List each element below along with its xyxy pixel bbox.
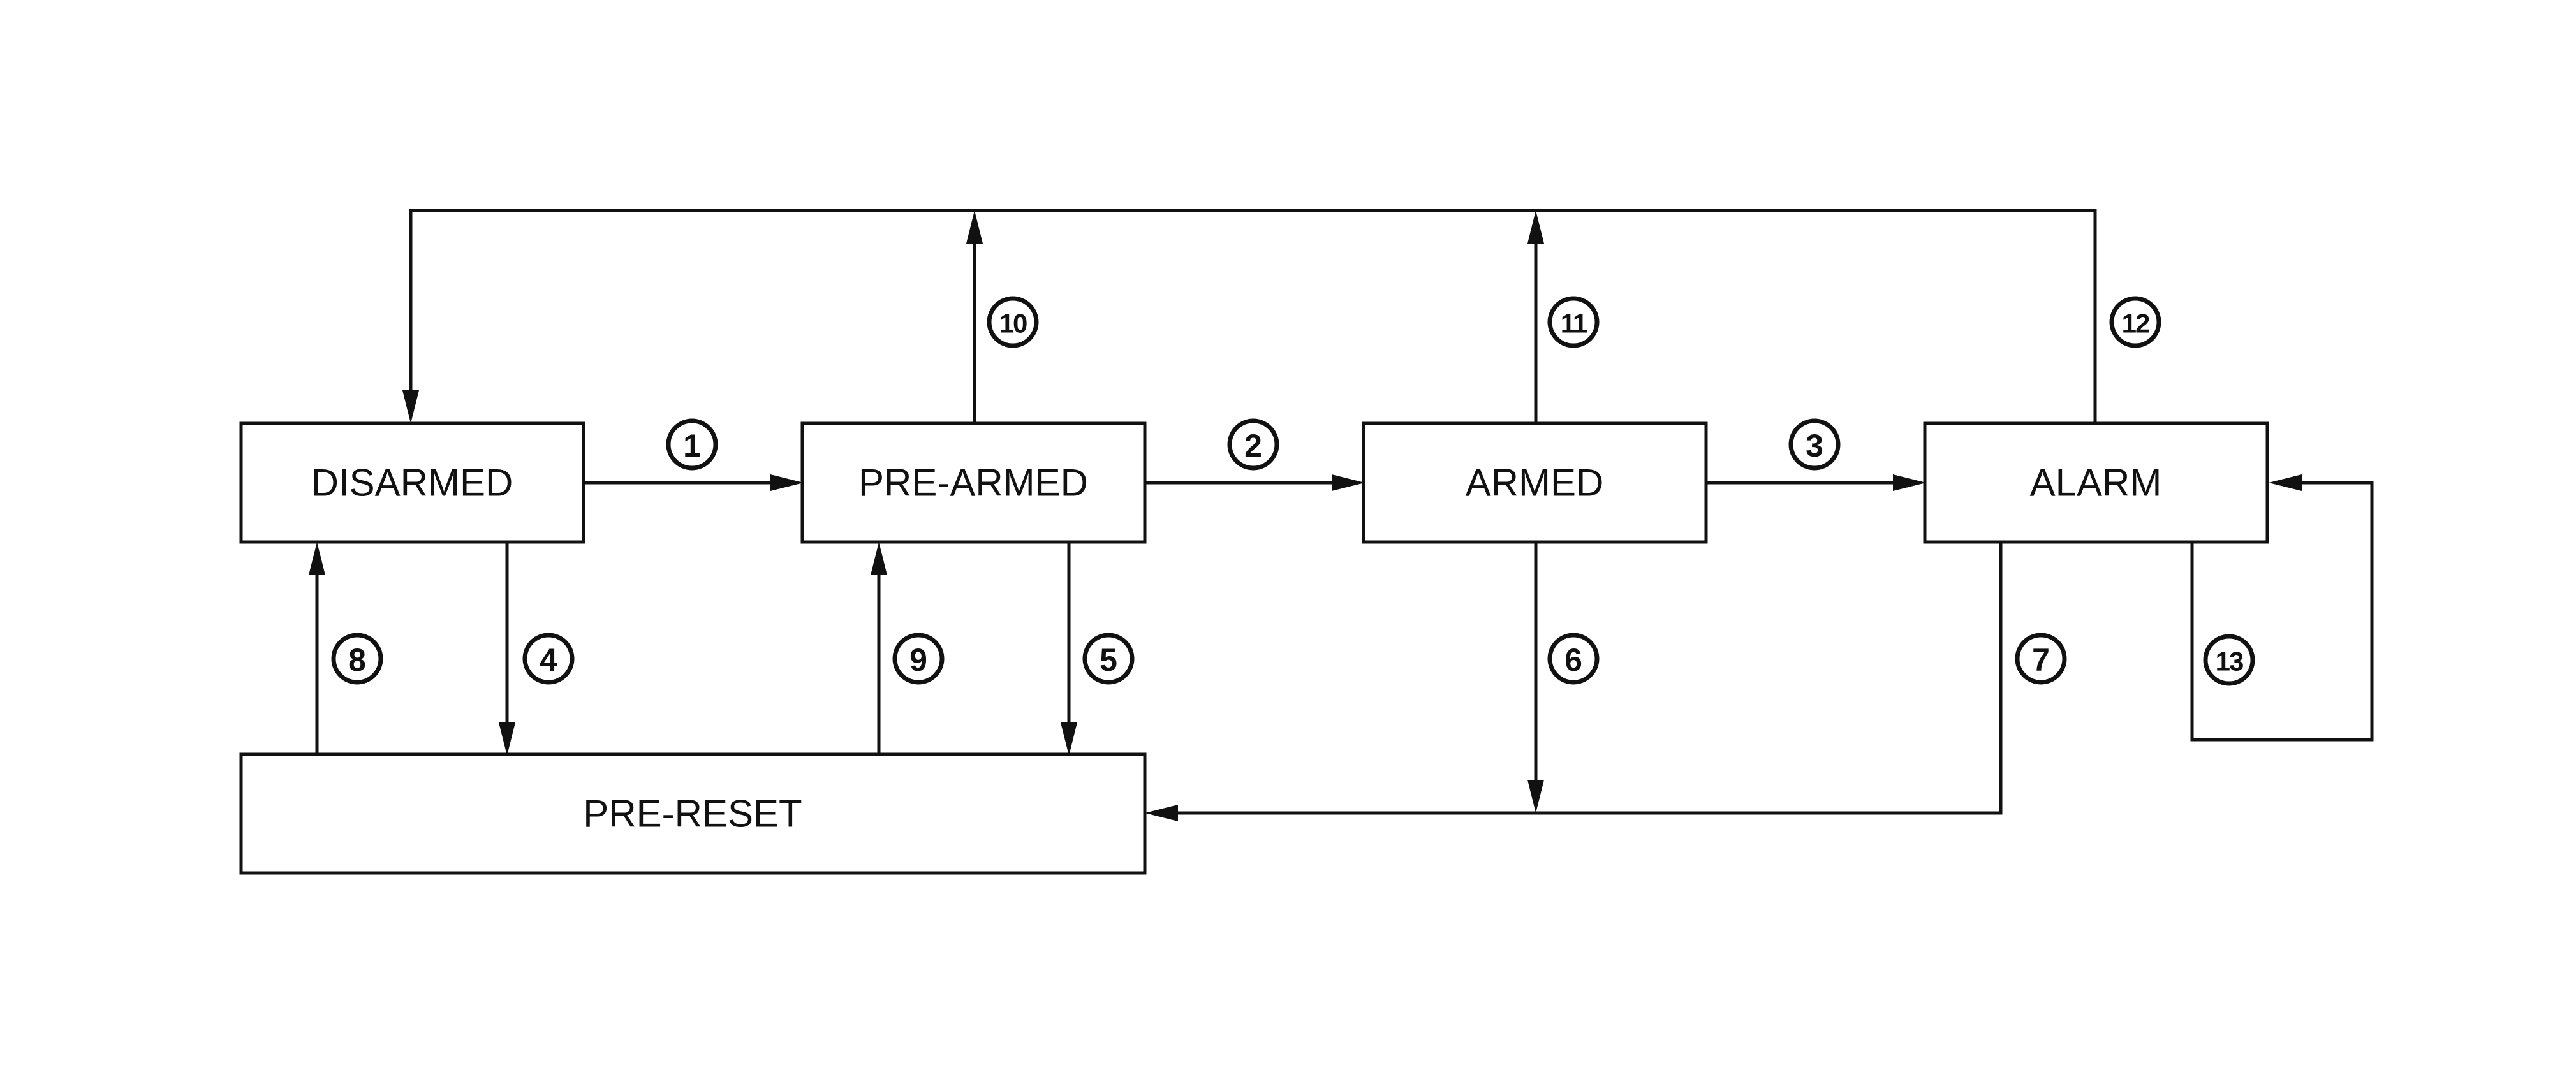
state-label: DISARMED <box>311 462 513 504</box>
edge-4-disarmed-to-pre-reset <box>499 542 515 756</box>
state-label: ARMED <box>1466 462 1604 504</box>
arrowhead <box>309 542 325 575</box>
transition-number: 8 <box>348 642 366 678</box>
arrowhead <box>1527 780 1544 813</box>
state-disarmed: DISARMED <box>239 421 585 544</box>
state-pre-armed: PRE-ARMED <box>800 421 1147 544</box>
transition-marker-3: 3 <box>1788 418 1841 471</box>
edge-2-pre-armed-to-armed <box>1145 474 1365 491</box>
arrowhead <box>1527 210 1544 244</box>
transition-marker-7: 7 <box>2015 633 2067 685</box>
edge-13-alarm-self-loop <box>2190 474 2374 742</box>
arrowhead <box>1145 805 1178 821</box>
edge-top-return-line <box>402 209 2097 423</box>
edge-6-armed-to-pre-reset <box>1527 542 1544 813</box>
transition-number: 5 <box>1100 642 1117 678</box>
edges <box>309 209 2374 821</box>
arrowhead <box>871 542 887 575</box>
transition-number: 9 <box>909 642 927 678</box>
arrowhead <box>2269 474 2302 491</box>
arrowhead <box>499 722 515 756</box>
transition-number: 1 <box>683 428 701 464</box>
transition-number: 12 <box>2122 309 2149 339</box>
transition-marker-2: 2 <box>1227 418 1279 471</box>
transition-number: 6 <box>1564 642 1582 678</box>
edge-7-alarm-to-pre-reset <box>1145 542 2003 821</box>
transition-number: 2 <box>1244 428 1262 464</box>
edge-10-pre-armed-to-disarmed <box>966 210 983 423</box>
transition-number: 4 <box>540 642 557 678</box>
transition-marker-12: 12 <box>2109 296 2161 348</box>
transition-number: 3 <box>1806 428 1823 464</box>
transition-marker-10: 10 <box>987 296 1039 348</box>
state-label: ALARM <box>2030 462 2162 504</box>
arrowhead <box>1893 474 1926 491</box>
transition-marker-13: 13 <box>2203 634 2255 686</box>
transition-marker-11: 11 <box>1547 296 1600 348</box>
transition-marker-6: 6 <box>1547 633 1600 685</box>
transition-number: 11 <box>1561 309 1587 339</box>
transition-marker-4: 4 <box>522 633 575 685</box>
edge-1-disarmed-to-pre-armed <box>584 474 804 491</box>
transition-marker-9: 9 <box>892 633 945 685</box>
transition-number: 7 <box>2032 642 2050 678</box>
arrowhead <box>966 210 983 244</box>
edge-9-pre-reset-to-pre-armed <box>871 542 887 754</box>
transition-marker-8: 8 <box>331 633 383 685</box>
state-armed: ARMED <box>1362 421 1708 544</box>
arrowhead <box>1332 474 1365 491</box>
transition-markers: 1 2 3 4 5 6 7 8 <box>331 296 2255 686</box>
arrowhead <box>402 390 419 423</box>
edge-8-pre-reset-to-disarmed <box>309 542 325 754</box>
state-pre-reset: PRE-RESET <box>239 752 1147 875</box>
edge-11-armed-to-disarmed <box>1527 210 1544 423</box>
arrowhead <box>770 474 804 491</box>
edge-3-armed-to-alarm <box>1706 474 1926 491</box>
transition-number: 10 <box>999 309 1027 339</box>
transition-marker-5: 5 <box>1082 633 1135 685</box>
state-label: PRE-RESET <box>583 793 802 835</box>
edge-5-pre-armed-to-pre-reset <box>1061 542 1077 756</box>
transition-number: 13 <box>2216 647 2243 677</box>
transition-marker-1: 1 <box>666 418 718 471</box>
state-label: PRE-ARMED <box>858 462 1088 504</box>
arrowhead <box>1061 722 1077 756</box>
state-alarm: ALARM <box>1923 421 2269 544</box>
